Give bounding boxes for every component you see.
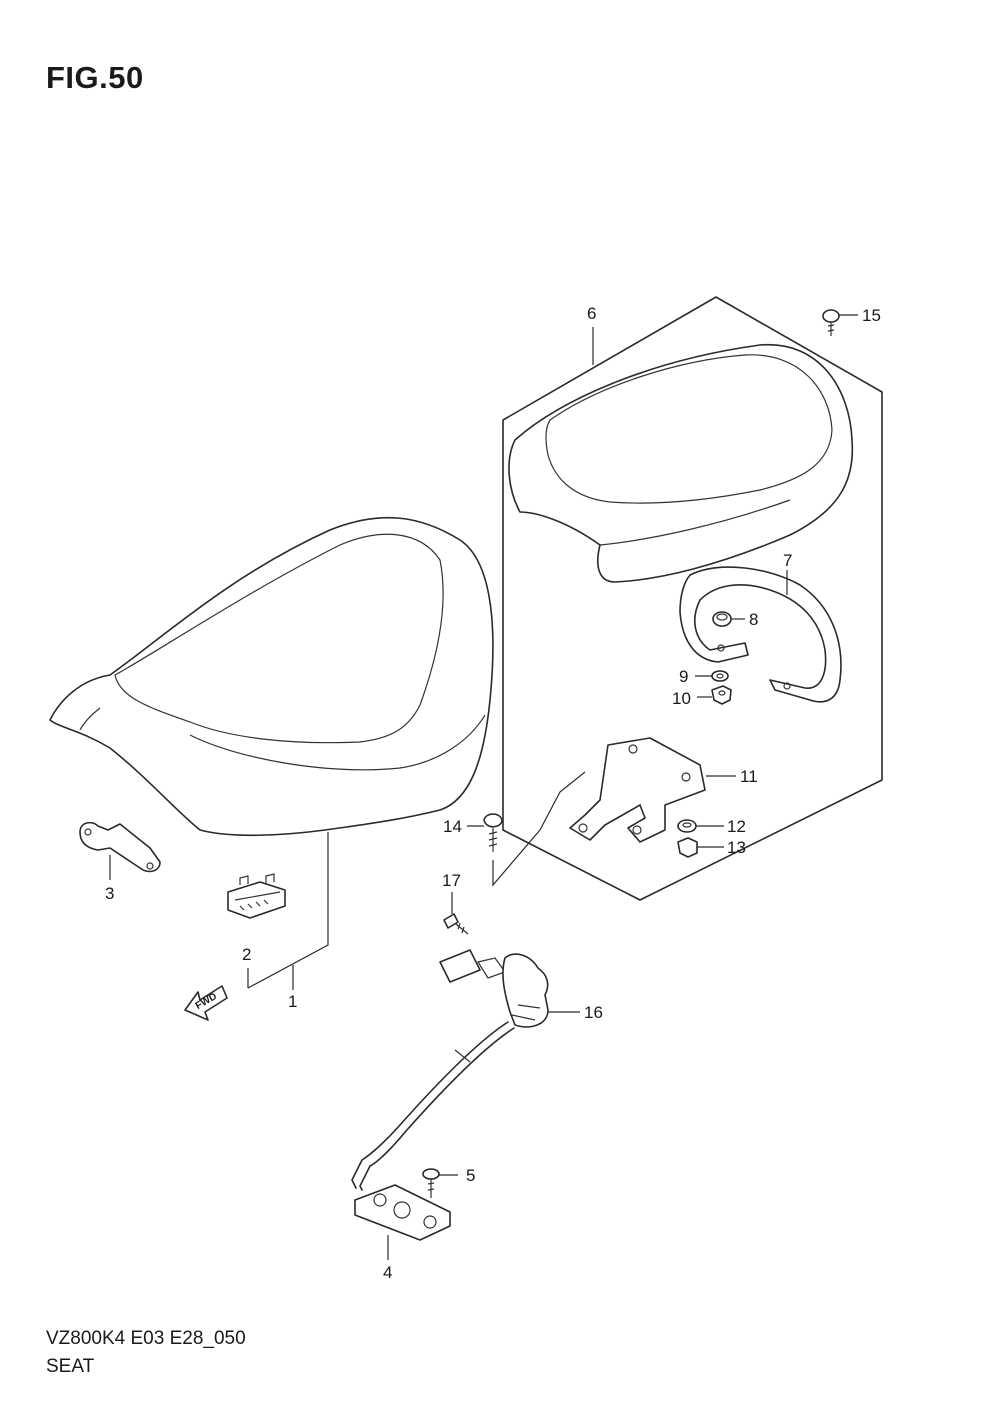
part-12-washer bbox=[677, 819, 697, 833]
rider-seat-part bbox=[49, 516, 494, 837]
callout-1: 1 bbox=[288, 992, 297, 1011]
callout-16: 16 bbox=[584, 1003, 603, 1022]
part-8-bolt bbox=[712, 611, 732, 627]
callout-10: 10 bbox=[672, 689, 691, 708]
callout-4: 4 bbox=[383, 1263, 392, 1282]
passenger-seat-group-outline bbox=[502, 296, 883, 901]
part-5-screw bbox=[422, 1168, 440, 1198]
section-name: SEAT bbox=[46, 1356, 95, 1377]
callout-6: 6 bbox=[587, 304, 596, 323]
callout-13: 13 bbox=[727, 838, 746, 857]
part-4-lock-plate bbox=[354, 1184, 451, 1241]
callout-8: 8 bbox=[749, 610, 758, 629]
part-10-nut bbox=[711, 685, 732, 705]
part-2-cushion bbox=[227, 873, 286, 919]
seat-bracket-part bbox=[569, 737, 706, 843]
passenger-seat-part bbox=[508, 343, 854, 583]
fwd-arrow-icon: FWD bbox=[184, 985, 228, 1021]
part-15-screw bbox=[822, 309, 840, 336]
callout-17: 17 bbox=[442, 871, 461, 890]
callout-9: 9 bbox=[679, 667, 688, 686]
part-13-nut bbox=[677, 837, 698, 858]
seat-lock-assembly-part bbox=[351, 949, 549, 1191]
figure-title: FIG.50 bbox=[46, 60, 144, 95]
model-code: VZ800K4 E03 E28_050 bbox=[46, 1328, 246, 1349]
part-14-bolt bbox=[483, 813, 503, 852]
callout-3: 3 bbox=[105, 884, 114, 903]
callout-12: 12 bbox=[727, 817, 746, 836]
callout-7: 7 bbox=[783, 551, 792, 570]
leader-1-2 bbox=[247, 832, 329, 990]
part-17-bolt bbox=[443, 913, 469, 935]
callout-11: 11 bbox=[740, 767, 758, 786]
part-3-hook-bracket bbox=[79, 821, 161, 873]
group-connector-lines bbox=[492, 771, 586, 887]
callout-2: 2 bbox=[242, 945, 251, 964]
callout-15: 15 bbox=[862, 306, 881, 325]
callout-14: 14 bbox=[443, 817, 462, 836]
passenger-strap-part bbox=[679, 566, 842, 703]
callout-5: 5 bbox=[466, 1166, 475, 1185]
part-9-washer bbox=[711, 670, 729, 682]
